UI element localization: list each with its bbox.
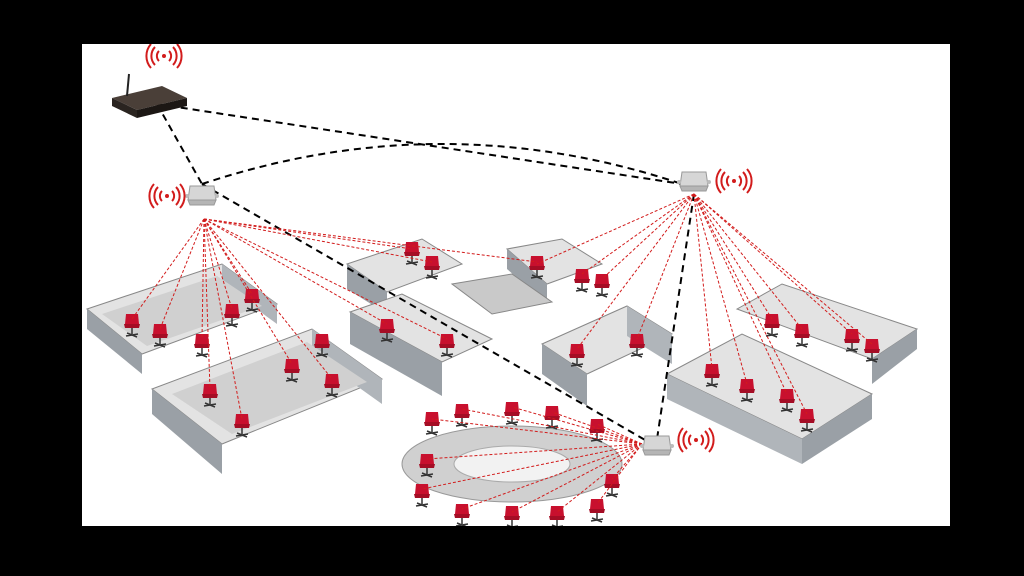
wireless-link [203, 218, 433, 263]
wireless-link [203, 218, 448, 340]
wireless-link [511, 406, 643, 445]
wireless-link [203, 218, 211, 390]
office-chair-icon [503, 401, 521, 426]
wireless-links [131, 193, 873, 513]
router-icon [112, 73, 187, 118]
office-chair-icon [423, 411, 441, 436]
wireless-link [203, 218, 293, 365]
office-chair-icon [763, 313, 781, 338]
wireless-link [693, 193, 773, 320]
wireless-link [611, 443, 643, 480]
wireless-link [131, 218, 205, 320]
wireless-link [203, 218, 243, 420]
wireless-link [511, 443, 643, 513]
cubicles-center-front [348, 293, 674, 406]
wireless-link [203, 218, 538, 263]
wireless-link [601, 193, 695, 280]
backbone-link-ap-right-to-ap-bottom [656, 193, 695, 440]
wireless-link [461, 408, 643, 445]
office-chair-icon [193, 333, 211, 358]
office-chair-icon [793, 323, 811, 348]
wireless-link [581, 193, 695, 275]
office-chair-icon [603, 473, 621, 498]
wireless-link [693, 193, 713, 370]
office-chair-icon [548, 505, 566, 526]
backbone-link-ap-left-to-ap-right [201, 143, 683, 185]
wireless-link [421, 443, 643, 490]
wireless-link [576, 193, 695, 350]
wireless-link [203, 218, 333, 380]
wireless-link [201, 218, 205, 340]
network-diagram-canvas [82, 44, 950, 526]
wireless-link [431, 418, 643, 445]
network-diagram [85, 44, 919, 526]
wireless-link [596, 423, 643, 445]
office-chair-icon [413, 483, 431, 508]
cubicles-center-back [345, 238, 604, 315]
office-chair-icon [863, 338, 881, 363]
backbone-link-ap-left-to-ap-bottom [201, 183, 653, 445]
conference-table-icon [401, 425, 623, 503]
cubicles-left-bottom [150, 328, 384, 474]
wireless-link [536, 193, 695, 265]
wireless-link [693, 193, 873, 345]
office-chair-icon [593, 273, 611, 298]
wireless-link [203, 218, 388, 325]
wireless-link [551, 411, 643, 445]
wireless-link [693, 193, 808, 415]
backbone-link-router-to-ap-left [156, 103, 203, 185]
wireless-link [426, 443, 643, 460]
backbone-links [156, 103, 695, 445]
wireless-link [693, 193, 803, 330]
wireless-link [693, 193, 853, 335]
wireless-link [556, 443, 643, 513]
wireless-link [203, 218, 413, 250]
wireless-link [636, 193, 695, 340]
office-chair-icon [588, 498, 606, 523]
wireless-link [693, 193, 788, 395]
wireless-link [203, 218, 233, 310]
wireless-link [596, 443, 643, 505]
wireless-link [461, 443, 643, 510]
wireless-link [693, 193, 748, 385]
office-chair-icon [573, 268, 591, 293]
